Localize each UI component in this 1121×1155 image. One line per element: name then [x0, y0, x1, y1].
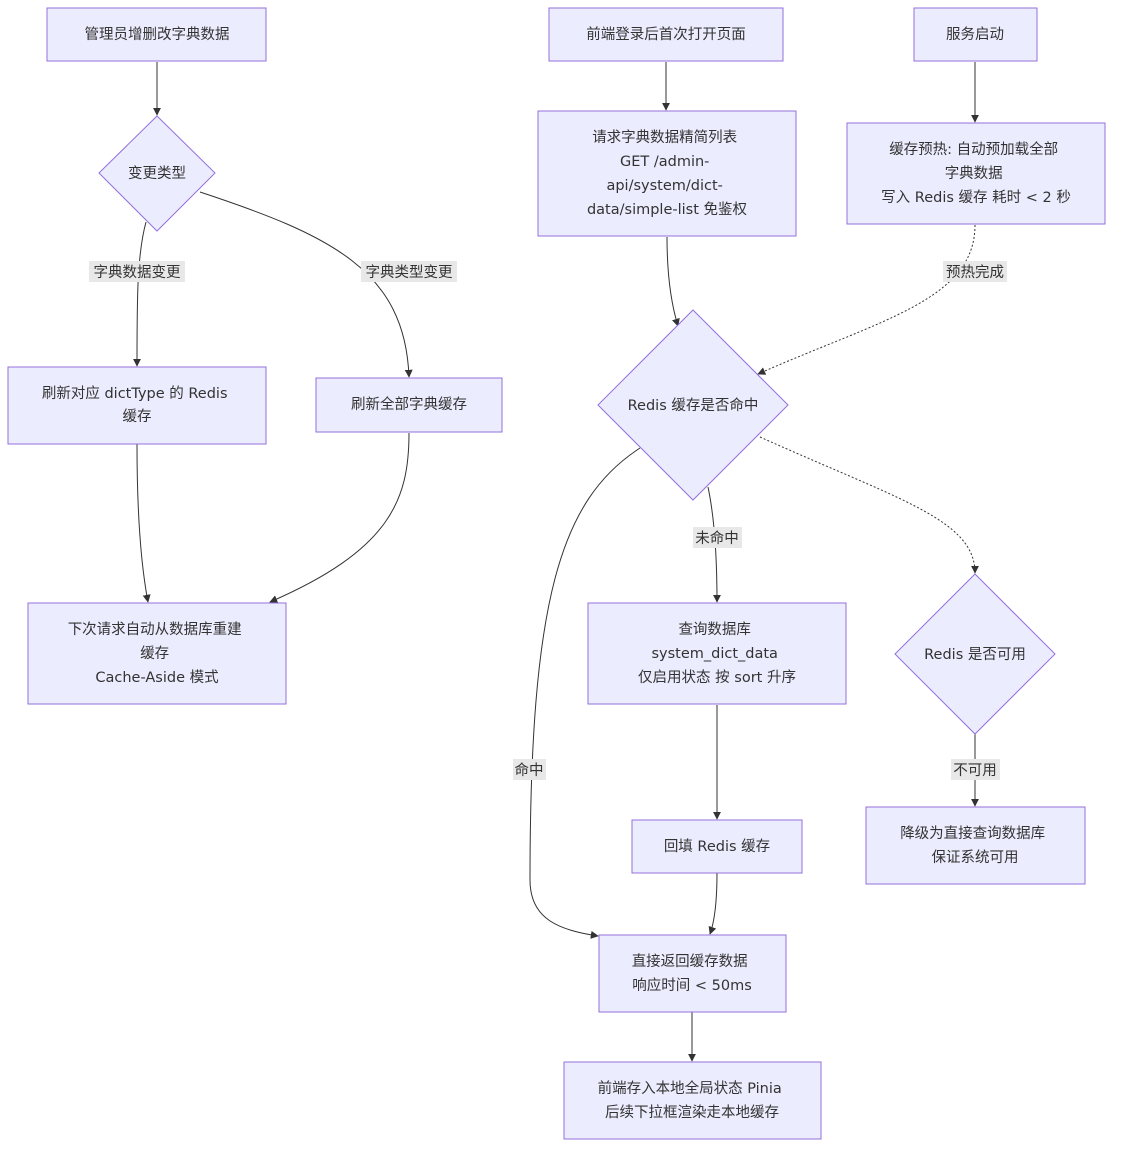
node-refresh-all-text: 刷新全部字典缓存	[351, 395, 467, 413]
node-frontend-pinia-text: 前端存入本地全局状态 Pinia 后续下拉框渲染走本地缓存	[598, 1079, 787, 1121]
svg-text:字典类型变更: 字典类型变更	[366, 264, 453, 281]
edge-redishit-to-redisavailable	[759, 436, 979, 574]
node-redis-hit: Redis 缓存是否命中	[597, 309, 789, 501]
node-refresh-all: 刷新全部字典缓存	[315, 377, 503, 433]
node-request-simple-list-text: 请求字典数据精简列表 GET /admin- api/system/dict- …	[587, 129, 748, 218]
node-backfill-redis-text: 回填 Redis 缓存	[664, 838, 770, 855]
node-frontend-first-open: 前端登录后首次打开页面	[548, 7, 784, 62]
node-frontend-pinia: 前端存入本地全局状态 Pinia 后续下拉框渲染走本地缓存	[563, 1061, 822, 1140]
node-refresh-type-text: 刷新对应 dictType 的 Redis 缓存	[42, 384, 232, 425]
edge-redishit-to-return	[529, 447, 641, 939]
edge-label-hit: 命中	[513, 759, 546, 780]
edge-label-unavailable: 不可用	[951, 759, 1000, 780]
edge-refreshall-to-nextrequest	[269, 432, 410, 603]
edge-preheat-to-redishit	[757, 224, 976, 375]
edge-label-dict-type-change: 字典类型变更	[361, 261, 457, 282]
node-return-cached-text: 直接返回缓存数据 响应时间 < 50ms	[632, 953, 753, 994]
edge-label-preheat-done: 预热完成	[943, 261, 1007, 282]
node-next-request-rebuild-text: 下次请求自动从数据库重建 缓存 Cache-Aside 模式	[68, 621, 247, 686]
node-request-simple-list: 请求字典数据精简列表 GET /admin- api/system/dict- …	[537, 110, 797, 237]
node-refresh-type: 刷新对应 dictType 的 Redis 缓存	[7, 366, 267, 445]
edge-changetype-to-refreshtype	[133, 221, 147, 367]
node-cache-preheat-text: 缓存预热: 自动预加载全部 字典数据 写入 Redis 缓存 耗时 < 2 秒	[881, 140, 1071, 206]
edge-label-miss: 未命中	[693, 527, 742, 548]
edge-request-to-redishit	[666, 236, 680, 327]
svg-text:命中: 命中	[515, 761, 544, 779]
edge-backfill-to-return	[708, 872, 718, 935]
edge-label-dict-data-change: 字典数据变更	[89, 261, 185, 282]
node-query-db-text: 查询数据库 system_dict_data 仅启用状态 按 sort 升序	[638, 621, 796, 686]
node-change-type: 变更类型	[98, 115, 216, 232]
node-backfill-redis: 回填 Redis 缓存	[631, 819, 803, 874]
node-degrade-db-text: 降级为直接查询数据库 保证系统可用	[900, 825, 1050, 866]
node-admin-crud-text: 管理员增删改字典数据	[85, 26, 230, 43]
svg-text:未命中: 未命中	[695, 529, 739, 547]
edge-refreshtype-to-nextrequest	[136, 443, 151, 603]
node-degrade-db: 降级为直接查询数据库 保证系统可用	[865, 806, 1086, 885]
node-next-request-rebuild: 下次请求自动从数据库重建 缓存 Cache-Aside 模式	[27, 602, 287, 705]
node-cache-preheat: 缓存预热: 自动预加载全部 字典数据 写入 Redis 缓存 耗时 < 2 秒	[846, 122, 1106, 225]
svg-text:不可用: 不可用	[953, 763, 997, 779]
svg-text:字典数据变更: 字典数据变更	[94, 264, 181, 281]
svg-text:预热完成: 预热完成	[946, 264, 1004, 281]
node-redis-hit-text: Redis 缓存是否命中	[628, 396, 759, 414]
node-admin-crud: 管理员增删改字典数据	[46, 7, 267, 62]
nodes: 管理员增删改字典数据 变更类型 刷新对应 dictType 的 Redis 缓存…	[7, 7, 1106, 1140]
node-return-cached: 直接返回缓存数据 响应时间 < 50ms	[598, 934, 787, 1013]
node-redis-available: Redis 是否可用	[894, 573, 1056, 735]
edges	[133, 62, 979, 1062]
node-redis-available-text: Redis 是否可用	[924, 647, 1026, 663]
edge-labels: 字典数据变更 字典类型变更 预热完成 未命中 命中 不可用	[89, 261, 1007, 780]
node-frontend-first-open-text: 前端登录后首次打开页面	[586, 26, 746, 43]
node-query-db: 查询数据库 system_dict_data 仅启用状态 按 sort 升序	[587, 602, 847, 705]
node-service-start-text: 服务启动	[946, 26, 1004, 43]
node-change-type-text: 变更类型	[128, 165, 186, 182]
node-service-start: 服务启动	[913, 7, 1038, 62]
edge-changetype-to-refreshall	[199, 191, 413, 378]
